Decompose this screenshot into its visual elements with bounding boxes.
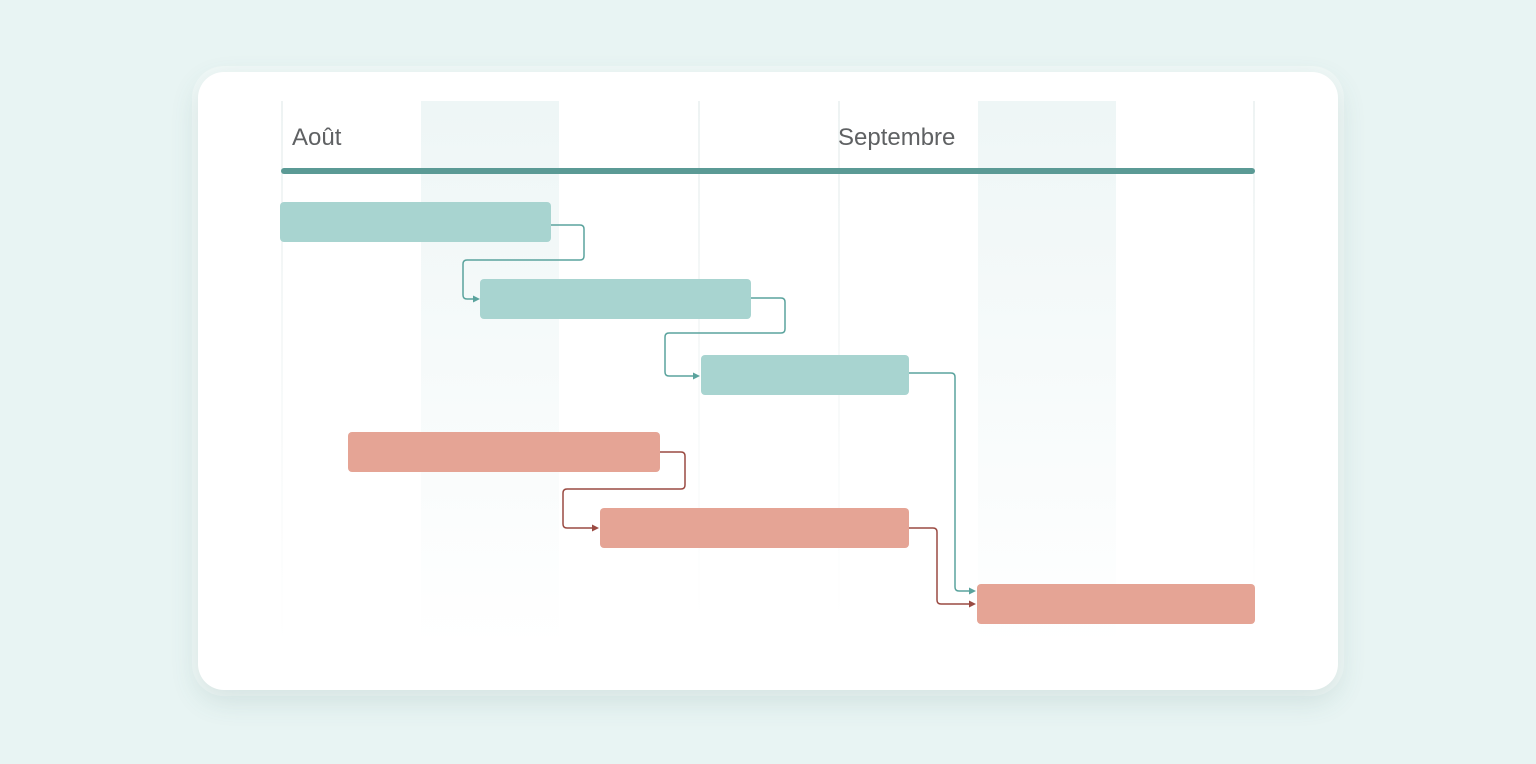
shaded-column — [421, 101, 559, 646]
dependency-arrowhead — [592, 524, 599, 532]
dependency-connector — [462, 224, 585, 300]
shaded-column — [978, 101, 1116, 646]
dependency-arrowhead — [473, 295, 480, 303]
dependency-arrowhead — [693, 372, 700, 380]
task-bar[interactable] — [701, 355, 909, 395]
task-bar[interactable] — [280, 202, 551, 242]
task-bar[interactable] — [600, 508, 909, 548]
grid-line — [1253, 101, 1255, 621]
grid-line — [698, 101, 700, 621]
month-label-september: Septembre — [838, 124, 956, 151]
dependency-connector — [562, 451, 686, 529]
task-bar[interactable] — [977, 584, 1255, 624]
dependency-connector — [664, 297, 786, 377]
task-bar[interactable] — [348, 432, 660, 472]
task-bar[interactable] — [480, 279, 751, 319]
grid-line — [281, 101, 283, 646]
month-label-august: Août — [292, 124, 342, 151]
dependency-arrowhead — [969, 600, 976, 608]
dependency-arrowhead — [969, 587, 976, 595]
dependency-connector — [909, 372, 974, 592]
dependency-connector — [909, 527, 974, 605]
